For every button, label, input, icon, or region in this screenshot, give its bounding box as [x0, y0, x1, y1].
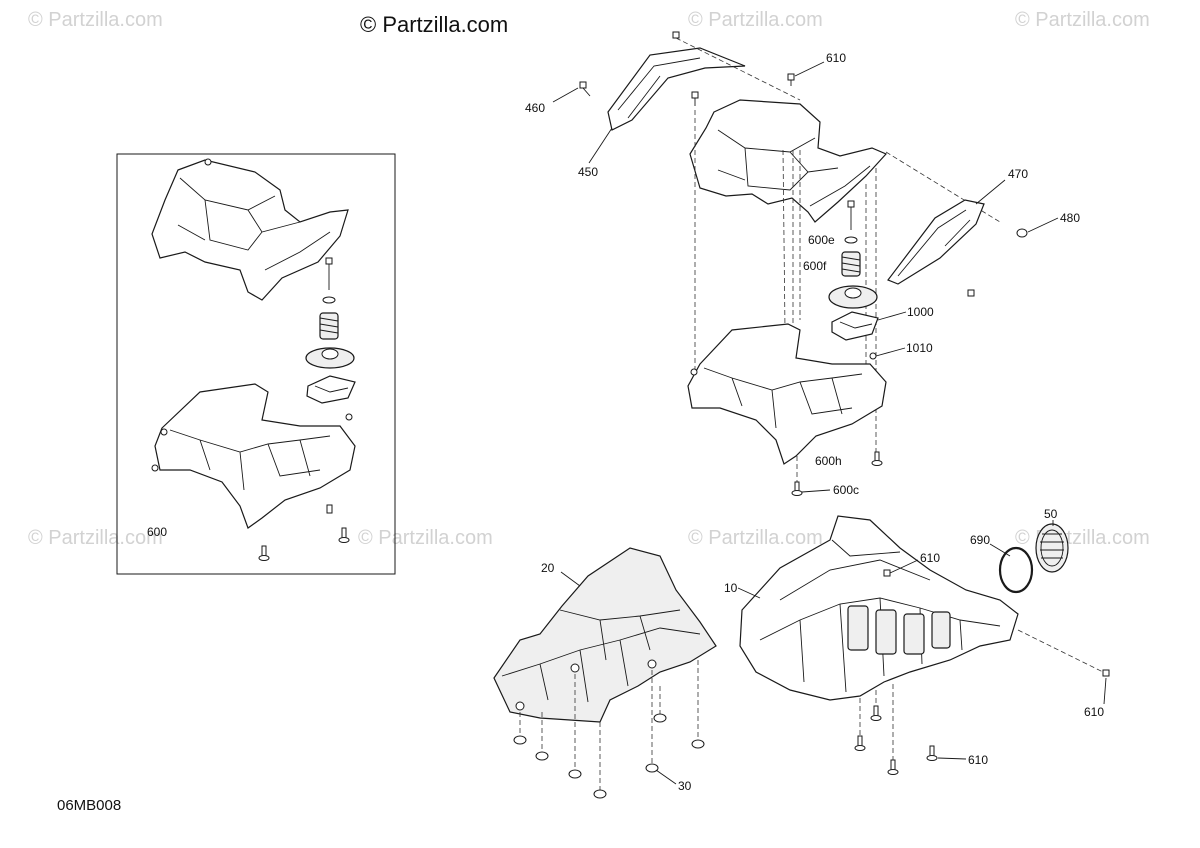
- part-470-screw: [967, 289, 975, 297]
- left-screw: [691, 91, 699, 106]
- callout-50: 50: [1044, 507, 1058, 521]
- part-610-top-screw: [787, 73, 795, 86]
- callout-450: 450: [578, 165, 598, 179]
- callout-600e: 600e: [808, 233, 835, 247]
- part-10-intake-manifold: [739, 515, 1019, 701]
- callout-30: 30: [678, 779, 692, 793]
- assembly-inset-box: [116, 153, 396, 575]
- lower-support: [687, 323, 887, 465]
- part-600h-screw: [871, 451, 883, 466]
- callout-610: 610: [826, 51, 846, 65]
- diagram-code: 06MB008: [57, 797, 121, 814]
- callout-610: 610: [920, 551, 940, 565]
- callout-1000: 1000: [907, 305, 934, 319]
- callout-610: 610: [1084, 705, 1104, 719]
- callout-600f: 600f: [803, 259, 827, 273]
- leader-lines: [552, 61, 1107, 785]
- part-480-screw: [1016, 228, 1028, 238]
- watermark: © Partzilla.com: [1015, 9, 1150, 31]
- callout-1010: 1010: [906, 341, 933, 355]
- callout-600: 600: [147, 525, 167, 539]
- callout-470: 470: [1008, 167, 1028, 181]
- part-50-filter: [1035, 523, 1069, 573]
- watermark: © Partzilla.com: [28, 527, 163, 549]
- brand-text: © Partzilla.com: [360, 12, 508, 37]
- inset-nut: [326, 504, 333, 514]
- alignment-line: [782, 149, 786, 331]
- watermark: © Partzilla.com: [688, 9, 823, 31]
- callout-600h: 600h: [815, 454, 842, 468]
- upper-support: [689, 99, 888, 223]
- part-30-washers: [513, 660, 705, 799]
- callout-10: 10: [724, 581, 738, 595]
- watermark: © Partzilla.com: [358, 527, 493, 549]
- callout-480: 480: [1060, 211, 1080, 225]
- part-690-o-ring: [998, 546, 1034, 594]
- part-20-heat-shield: [493, 547, 717, 723]
- inset-mount-stack: [305, 257, 356, 421]
- callout-600c: 600c: [833, 483, 859, 497]
- part-600c-screw: [791, 481, 803, 496]
- inset-screws: [258, 527, 350, 561]
- top-screw: [672, 31, 680, 39]
- inset-upper-support: [151, 158, 349, 301]
- alignment-line: [675, 37, 801, 101]
- alignment-line: [885, 151, 1001, 223]
- manifold-screws: [854, 569, 1110, 775]
- watermark: © Partzilla.com: [1015, 527, 1150, 549]
- watermark: © Partzilla.com: [688, 527, 823, 549]
- callout-610: 610: [968, 753, 988, 767]
- callout-690: 690: [970, 533, 990, 547]
- watermark: © Partzilla.com: [28, 9, 163, 31]
- part-460-screw: [579, 81, 591, 97]
- part-470-cover: [887, 199, 985, 285]
- part-450-cover: [607, 47, 746, 131]
- inset-lower-support: [151, 383, 356, 529]
- callout-460: 460: [525, 101, 545, 115]
- mount-stack: [828, 200, 879, 360]
- callout-20: 20: [541, 561, 555, 575]
